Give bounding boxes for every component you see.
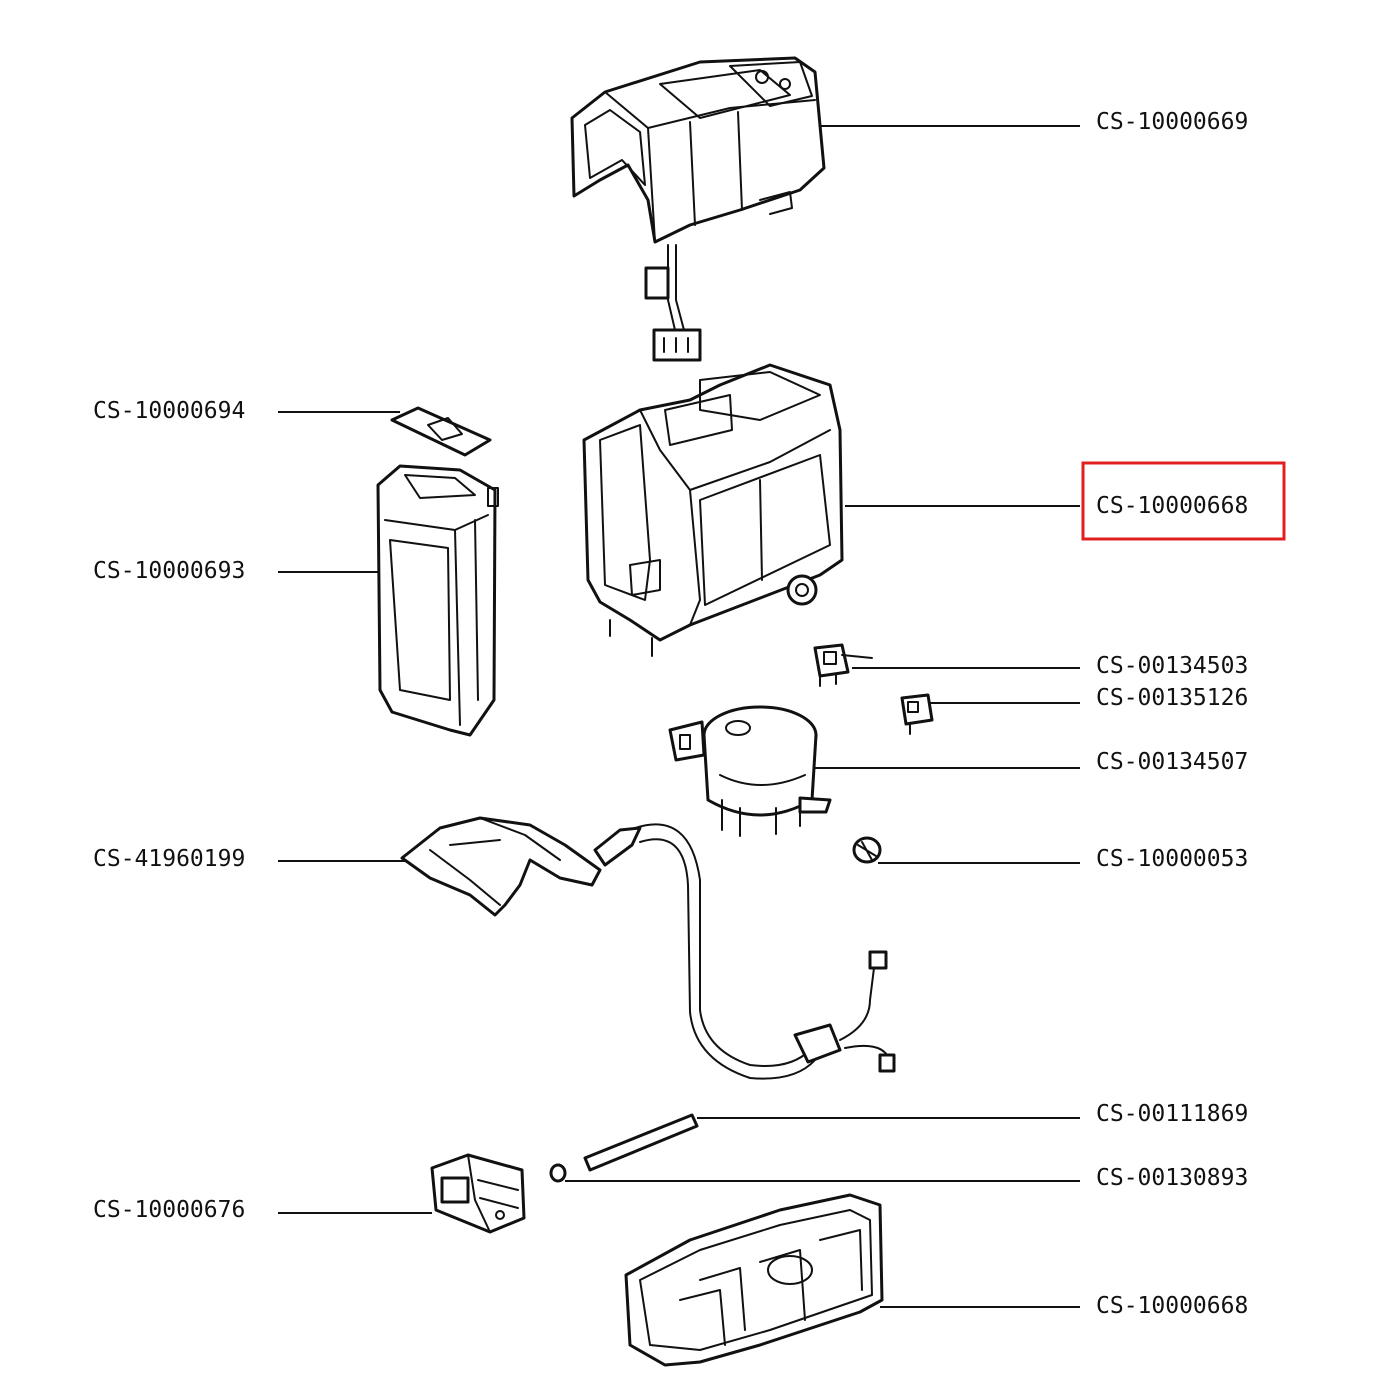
label-valve-block[interactable]: CS-10000676 bbox=[93, 1197, 245, 1223]
label-switch[interactable]: CS-00134503 bbox=[1096, 653, 1248, 679]
pump-motor-drawing bbox=[668, 705, 832, 837]
filter-plate-drawing bbox=[390, 406, 492, 457]
top-cover-harness-drawing bbox=[644, 244, 702, 362]
hand-tool-hose-drawing bbox=[400, 816, 896, 1080]
label-nut[interactable]: CS-00130893 bbox=[1096, 1165, 1248, 1191]
selection-highlight-box bbox=[1081, 461, 1286, 541]
switch-drawing bbox=[813, 643, 873, 687]
valve-block-drawing bbox=[430, 1153, 526, 1234]
label-pump-motor[interactable]: CS-00134507 bbox=[1096, 749, 1248, 775]
relay-drawing bbox=[900, 693, 934, 735]
top-cover-drawing bbox=[570, 56, 826, 244]
leader-lines bbox=[278, 125, 1080, 1308]
rod-drawing bbox=[583, 1113, 699, 1172]
label-hand-tool[interactable]: CS-41960199 bbox=[93, 846, 245, 872]
nut-drawing bbox=[549, 1163, 567, 1183]
base-tray-drawing bbox=[624, 1193, 884, 1367]
label-knob[interactable]: CS-10000053 bbox=[1096, 846, 1248, 872]
label-side-tank[interactable]: CS-10000693 bbox=[93, 558, 245, 584]
label-main-housing[interactable]: CS-10000668 bbox=[1096, 493, 1248, 519]
label-filter-plate[interactable]: CS-10000694 bbox=[93, 398, 245, 424]
label-top-cover[interactable]: CS-10000669 bbox=[1096, 109, 1248, 135]
side-tank-drawing bbox=[376, 464, 499, 737]
main-housing-drawing bbox=[582, 363, 844, 657]
label-base-tray[interactable]: CS-10000668 bbox=[1096, 1293, 1248, 1319]
label-rod[interactable]: CS-00111869 bbox=[1096, 1101, 1248, 1127]
part-labels: CS-10000669 CS-10000694 CS-10000693 CS-1… bbox=[93, 109, 1248, 1319]
label-relay[interactable]: CS-00135126 bbox=[1096, 685, 1248, 711]
knob-drawing bbox=[852, 836, 882, 864]
